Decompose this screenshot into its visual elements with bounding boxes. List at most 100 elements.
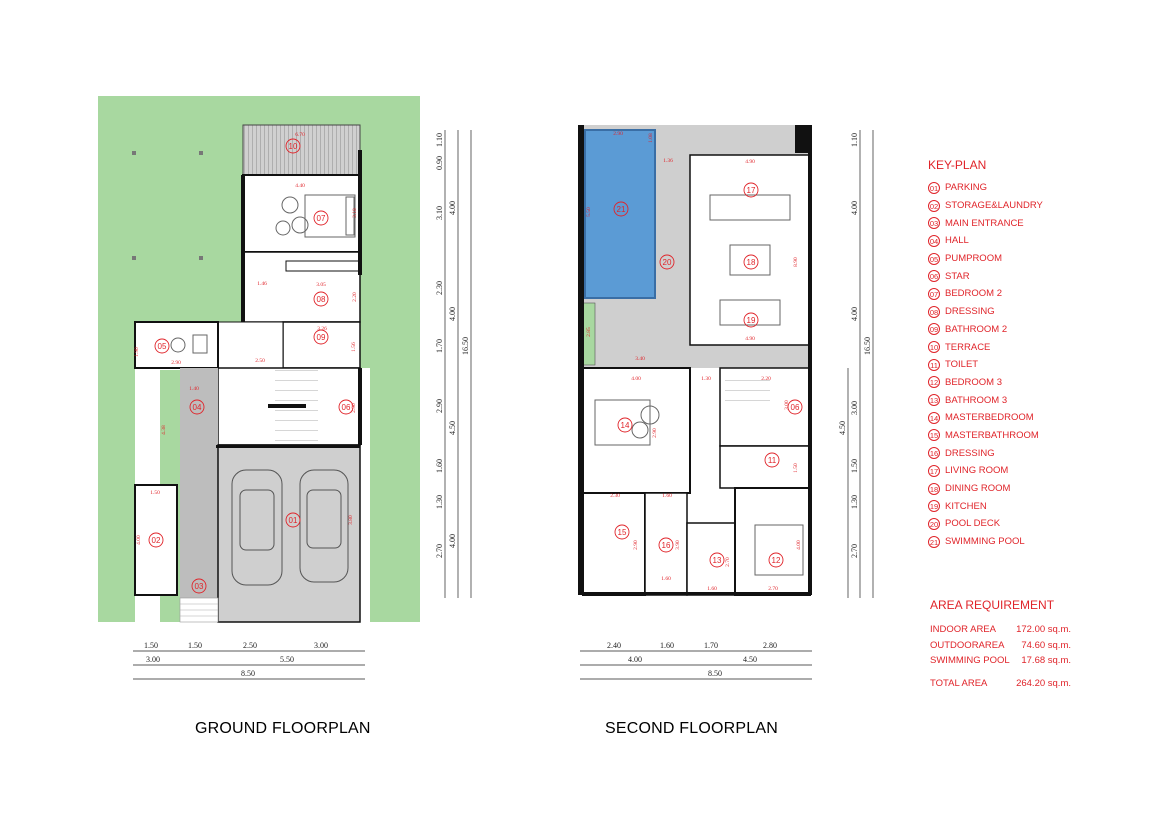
keyplan-item: 14 MASTERBEDROOM [928,409,1128,427]
car-2 [299,469,349,583]
stair-steps-3 [725,372,770,410]
room-tag: 09 [317,333,326,342]
room-tag: 03 [195,582,204,591]
keyplan-label: BEDROOM 2 [945,288,1003,300]
dimension-label: 2.90 [435,399,444,413]
room-tag: 20 [663,258,672,267]
room-tag-circle [743,182,759,198]
dimension-label: 1.10 [850,133,859,147]
inner-dimension: 2.90 [633,540,639,550]
room-tag: 21 [617,205,626,214]
hall-area [217,321,284,369]
dimension-label: 1.60 [660,641,674,650]
room-tag-circle [768,552,784,568]
dimension-label: 2.70 [435,544,444,558]
room-tag-circle [338,399,354,415]
inner-dimension: 3.90 [675,540,681,550]
area-label: SWIMMING POOL [930,655,1010,667]
dimension-label: 8.50 [708,669,722,678]
bathroom-3 [686,522,736,596]
dimension-label: 4.00 [448,534,457,548]
inner-dimension: 4.90 [745,336,755,342]
inner-dimension: 2.90 [652,428,658,438]
room-tag: 04 [193,403,202,412]
keyplan-number: 18 [928,482,940,495]
room-tag-circle [313,210,329,226]
keyplan-number: 21 [928,535,940,548]
dimension-label: 2.30 [435,281,444,295]
keyplan-label: MAIN ENTRANCE [945,217,1024,229]
room-tag: 01 [289,516,298,525]
room-tag-circle [709,552,725,568]
dimension-label: 8.50 [241,669,255,678]
room-tag-circle [764,452,780,468]
keyplan-label: STAR [945,270,970,282]
inner-dimension: 1.60 [707,586,717,592]
keyplan-label: MASTERBEDROOM [945,412,1034,424]
inner-dimension: 3.80 [348,515,354,525]
hall-04 [180,368,218,622]
ground-dimension-lines [133,130,472,680]
keyplan-label: HALL [945,235,969,247]
room-tag: 11 [768,456,777,465]
dimension-label: 2.40 [607,641,621,650]
keyplan-number: 05 [928,252,940,265]
room-tag: 05 [158,342,167,351]
dimension-label: 3.00 [146,655,160,664]
inner-dimension: 2.20 [352,292,358,302]
toilet [719,445,811,489]
keyplan-label: BEDROOM 3 [945,376,1003,388]
keyplan-number: 04 [928,234,940,247]
keyplan-number: 03 [928,217,940,230]
inner-dimension: 1.60 [661,576,671,582]
room-tag-circle [191,578,207,594]
dimension-label: 1.70 [435,339,444,353]
keyplan-number: 14 [928,411,940,424]
inner-dimension: 1.90 [134,347,140,357]
inner-dimension: 1.56 [351,342,357,352]
bed-2 [275,194,356,238]
garden-area [98,96,420,622]
keyplan-label: SWIMMING POOL [945,536,1025,548]
inner-dimension: 1.30 [701,376,711,382]
keyplan-number: 01 [928,181,940,194]
room-tag-circle [614,524,630,540]
room-tag: 08 [317,295,326,304]
keyplan-number: 17 [928,464,940,477]
master-bed [594,399,660,446]
keyplan-number: 16 [928,447,940,460]
dimension-label: 4.00 [448,201,457,215]
bed-3 [754,524,804,576]
dimension-label: 4.50 [838,421,847,435]
keyplan-number: 12 [928,376,940,389]
room-tag-circle [743,254,759,270]
terrace [242,124,361,176]
wall-block [795,125,810,153]
keyplan-label: DINING ROOM [945,483,1011,495]
keyplan-label: MASTERBATHROOM [945,429,1039,441]
sofa [709,194,791,221]
keyplan-label: BATHROOM 3 [945,394,1008,406]
room-tag: 14 [621,421,630,430]
keyplan-number: 20 [928,517,940,530]
room-tag-circle [148,532,164,548]
dimension-label: 1.70 [704,641,718,650]
dimension-label: 1.50 [850,459,859,473]
stair-steps-2 [275,406,318,445]
room-tag-circle [613,201,629,217]
inner-dimension: 4.90 [745,159,755,165]
closet-strip [285,260,361,272]
dimension-label: 1.50 [188,641,202,650]
keyplan-item: 18 DINING ROOM [928,480,1128,498]
inner-dimension: 2.90 [613,131,623,137]
tree-markers [132,151,203,260]
ground-floorplan [98,96,420,623]
